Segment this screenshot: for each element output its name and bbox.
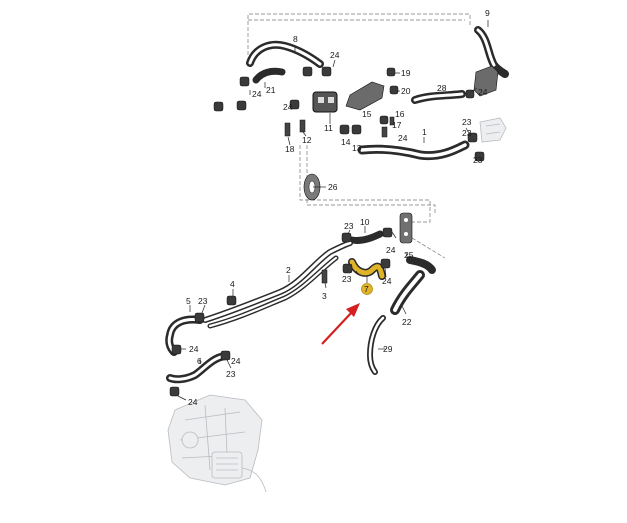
- callout-25: 25: [404, 250, 414, 260]
- callout-19: 19: [401, 68, 411, 78]
- callout-14: 14: [341, 137, 351, 147]
- callout-2: 2: [286, 265, 291, 275]
- callout-16: 16: [395, 109, 405, 119]
- clamps-and-bolts: [169, 66, 485, 397]
- callout-24: 24: [382, 276, 392, 286]
- callout-23: 23: [462, 128, 472, 138]
- callout-5: 5: [186, 296, 191, 306]
- callout-3: 3: [322, 291, 327, 301]
- callout-4: 4: [230, 279, 235, 289]
- callout-28: 28: [437, 83, 447, 93]
- part-7-highlighted-hose: [348, 258, 386, 295]
- callout-24: 24: [478, 87, 488, 97]
- red-arrow: [321, 303, 360, 345]
- engine-block-ghost: [167, 394, 267, 493]
- callout-9: 9: [485, 8, 490, 18]
- callout-11: 11: [324, 123, 333, 133]
- leader-lines: [177, 20, 489, 401]
- dashed-frame-lines: [247, 13, 471, 259]
- flange-ghost: [479, 117, 507, 143]
- callout-24: 24: [252, 89, 262, 99]
- callout-17: 17: [392, 120, 402, 130]
- callout-8: 8: [293, 34, 298, 44]
- callout-7: 7: [364, 284, 369, 294]
- callout-24: 24: [189, 344, 199, 354]
- callout-24: 24: [398, 133, 408, 143]
- valve-and-brackets: [303, 65, 499, 244]
- callout-23: 23: [473, 155, 483, 165]
- callout-12: 12: [302, 135, 312, 145]
- callout-13: 13: [352, 143, 362, 153]
- callout-labels: 8 9 24 19 20 21 24 24 28 24 16 17 15 24 …: [186, 8, 490, 407]
- callout-1: 1: [422, 127, 427, 137]
- callout-23: 23: [198, 296, 208, 306]
- callout-23: 23: [344, 221, 354, 231]
- callout-21: 21: [266, 85, 276, 95]
- callout-20: 20: [401, 86, 411, 96]
- callout-24: 24: [188, 397, 198, 407]
- callout-24: 24: [231, 356, 241, 366]
- callout-24: 24: [283, 102, 293, 112]
- callout-23: 23: [462, 117, 472, 127]
- callout-18: 18: [285, 144, 295, 154]
- callout-26: 26: [328, 182, 338, 192]
- callout-24: 24: [330, 50, 340, 60]
- callout-23: 23: [342, 274, 352, 284]
- callout-22: 22: [402, 317, 412, 327]
- callout-15: 15: [362, 109, 372, 119]
- callout-29: 29: [383, 344, 393, 354]
- callout-10: 10: [360, 217, 370, 227]
- callout-6: 6: [197, 356, 202, 366]
- callout-24: 24: [386, 245, 396, 255]
- callout-23: 23: [226, 369, 236, 379]
